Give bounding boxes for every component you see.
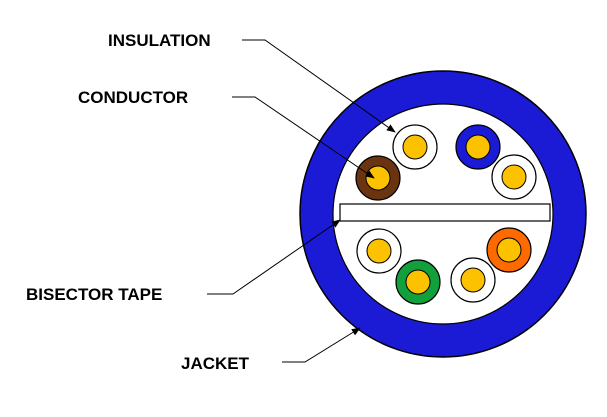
wire-conductor (496, 237, 522, 263)
wire-group (355, 124, 537, 305)
wire-conductor (365, 165, 391, 191)
bisector-tape-label: BISECTOR TAPE (26, 285, 162, 304)
insulated-wire-orange (486, 227, 532, 273)
insulated-wire-green (395, 259, 441, 305)
jacket-label: JACKET (181, 354, 250, 373)
wire-conductor (366, 238, 392, 264)
wire-conductor (460, 267, 486, 293)
wire-conductor (501, 164, 527, 190)
wire-conductor (405, 269, 431, 295)
conductor-leader-line (232, 96, 375, 179)
bisector-tape (339, 203, 551, 222)
insulation-leader-line (242, 39, 396, 133)
wire-conductor (402, 134, 428, 160)
conductor-label: CONDUCTOR (78, 88, 188, 107)
insulated-wire-white-left (356, 228, 402, 274)
insulated-wire-brown (355, 155, 401, 201)
wire-conductor (465, 134, 491, 160)
bisector-tape-leader-line (207, 219, 341, 295)
insulated-wire-blue (455, 124, 501, 170)
insulated-wire-white-right (491, 154, 537, 200)
insulated-wire-white-bottom (450, 257, 496, 303)
insulated-wire-white-top (392, 124, 438, 170)
jacket-leader-line (282, 327, 361, 363)
insulation-label: INSULATION (108, 31, 211, 50)
